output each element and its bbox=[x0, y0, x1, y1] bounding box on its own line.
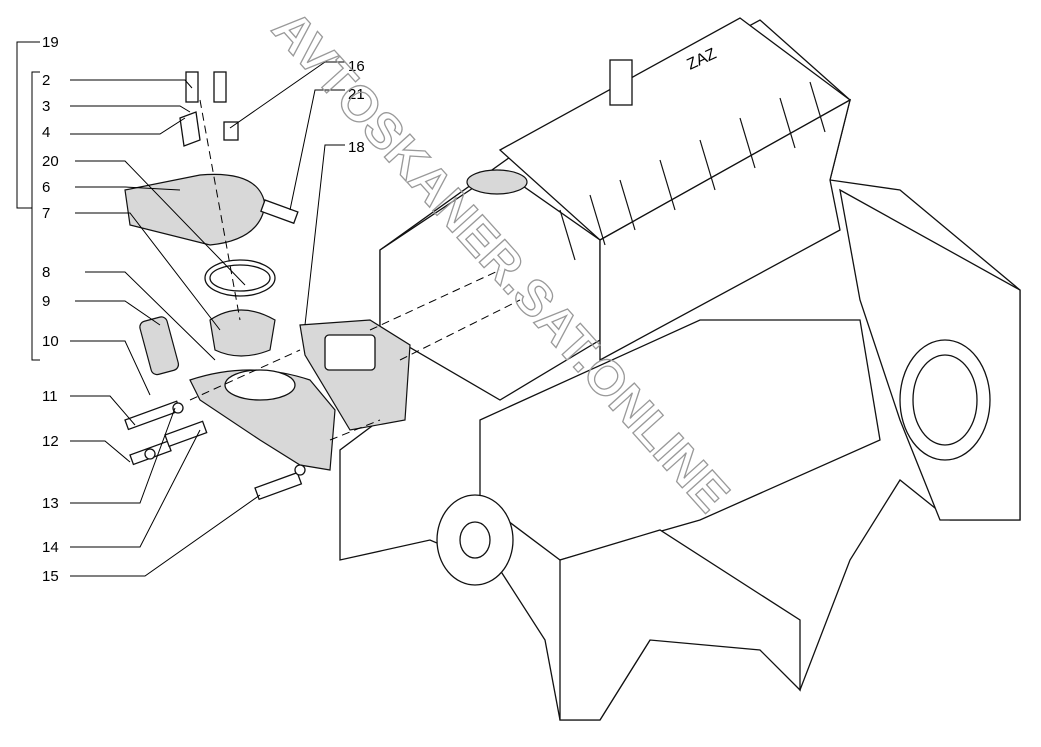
callout-6: 6 bbox=[42, 179, 50, 196]
callout-2: 2 bbox=[42, 72, 50, 89]
callout-7: 7 bbox=[42, 205, 50, 222]
callout-12: 12 bbox=[42, 433, 59, 450]
callout-18: 18 bbox=[348, 139, 365, 156]
callout-15: 15 bbox=[42, 568, 59, 585]
assembly-lines bbox=[189, 99, 521, 441]
callout-16: 16 bbox=[348, 58, 365, 75]
callout-19: 19 bbox=[42, 34, 59, 51]
callout-9: 9 bbox=[42, 293, 50, 310]
callout-20: 20 bbox=[42, 153, 59, 170]
callout-13: 13 bbox=[42, 495, 59, 512]
callout-3: 3 bbox=[42, 98, 50, 115]
engine-block: ZAZ bbox=[339, 17, 1021, 721]
callout-21: 21 bbox=[348, 86, 365, 103]
callout-labels: 19 2 3 4 20 6 7 8 9 10 11 12 13 14 15 16… bbox=[42, 34, 365, 585]
thermostat-assembly bbox=[124, 71, 411, 501]
callout-11: 11 bbox=[42, 388, 58, 405]
callout-14: 14 bbox=[42, 539, 59, 556]
leader-lines bbox=[16, 41, 345, 577]
callout-8: 8 bbox=[42, 264, 50, 281]
callout-4: 4 bbox=[42, 124, 50, 141]
callout-10: 10 bbox=[42, 333, 59, 350]
